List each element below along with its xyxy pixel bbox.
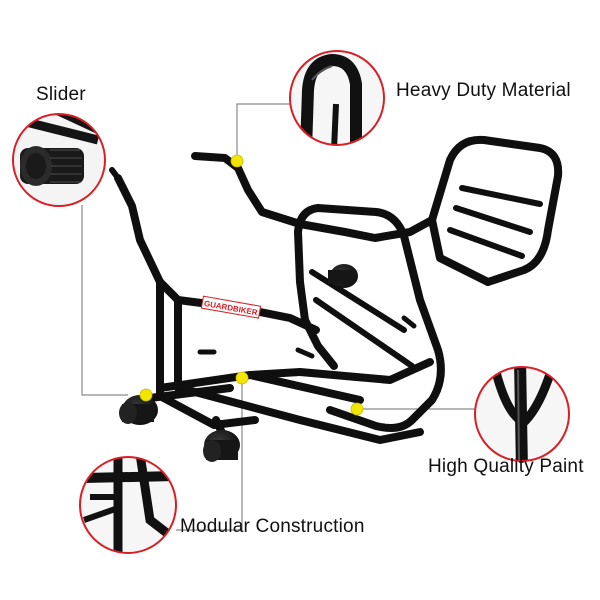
callout-slider — [12, 113, 106, 207]
leader-lines — [81, 103, 476, 531]
marker-modular — [235, 371, 249, 385]
leader-slider — [81, 205, 128, 396]
marker-dots — [139, 154, 364, 416]
modular-label: Modular Construction — [180, 516, 365, 537]
slider-label: Slider — [36, 84, 86, 105]
marker-paint — [350, 402, 364, 416]
marker-slider — [139, 388, 153, 402]
callout-paint — [474, 366, 570, 462]
paint-label: High Quality Paint — [428, 456, 584, 477]
leader-modular — [176, 380, 243, 531]
slider-pucks — [119, 264, 358, 462]
marker-heavy — [230, 154, 244, 168]
brand-decal: GUARDBIKER — [200, 295, 262, 319]
callout-modular — [79, 456, 177, 554]
heavy-duty-label: Heavy Duty Material — [396, 80, 571, 101]
leader-heavy — [236, 103, 290, 160]
callout-heavy — [289, 50, 385, 146]
